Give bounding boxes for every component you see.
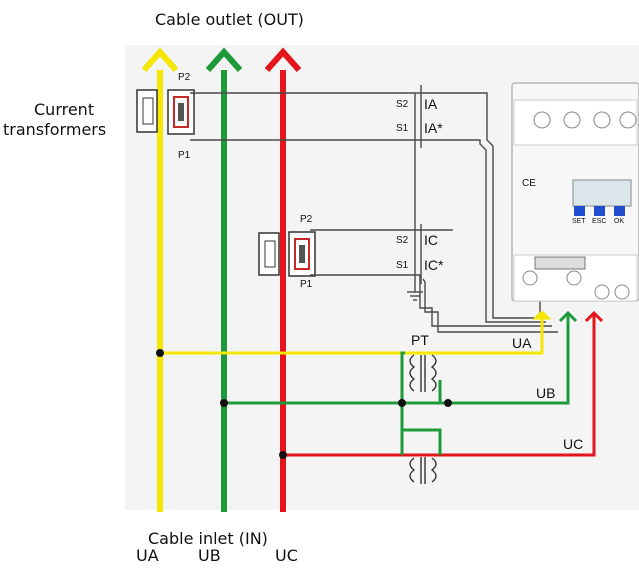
- phase-ub-arrow: [205, 47, 243, 72]
- ct-label-line1: Current: [34, 100, 95, 119]
- cable-outlet-title: Cable outlet (OUT): [155, 10, 304, 29]
- ct-a-line-s2: IA: [424, 96, 438, 112]
- pt-label: PT: [411, 332, 429, 348]
- ct-c-p2: P2: [300, 214, 313, 225]
- line-label-ua: UA: [512, 335, 532, 351]
- phase-ua-label: UA: [136, 546, 159, 565]
- phase-ua-arrow: [141, 47, 179, 72]
- meter-button-set: SET: [572, 218, 586, 225]
- phase-uc-arrow: [264, 47, 302, 72]
- cable-inlet-title: Cable inlet (IN): [148, 529, 268, 548]
- energy-meter: [511, 82, 639, 302]
- current-transformer-a: [136, 89, 195, 135]
- current-transformer-c: [258, 231, 316, 277]
- ct-a-p2: P2: [178, 72, 191, 83]
- meter-ce-mark: CE: [522, 178, 536, 189]
- ct-a-s2: S2: [396, 99, 409, 110]
- ct-c-line-s1: IC*: [424, 257, 444, 273]
- ct-c-line-s2: IC: [424, 232, 438, 248]
- meter-button-esc: ESC: [592, 218, 607, 225]
- phase-ub-label: UB: [198, 546, 221, 565]
- voltage-connections: [160, 310, 604, 457]
- phase-conductors: [141, 47, 302, 512]
- line-label-uc: UC: [563, 436, 584, 452]
- meter-button-ok: OK: [614, 218, 625, 225]
- ct-a-s1: S1: [396, 123, 409, 134]
- phase-uc-label: UC: [275, 546, 298, 565]
- line-label-ub: UB: [536, 385, 556, 401]
- ct-label-line2: transformers: [3, 120, 107, 139]
- ct-c-s2: S2: [396, 235, 409, 246]
- ct-a-p1: P1: [178, 150, 191, 161]
- junction-dots: [156, 349, 452, 459]
- ct-c-p1: P1: [300, 279, 313, 290]
- ct-a-line-s1: IA*: [424, 120, 443, 136]
- potential-transformers: [409, 354, 437, 484]
- ct-c-s1: S1: [396, 260, 409, 271]
